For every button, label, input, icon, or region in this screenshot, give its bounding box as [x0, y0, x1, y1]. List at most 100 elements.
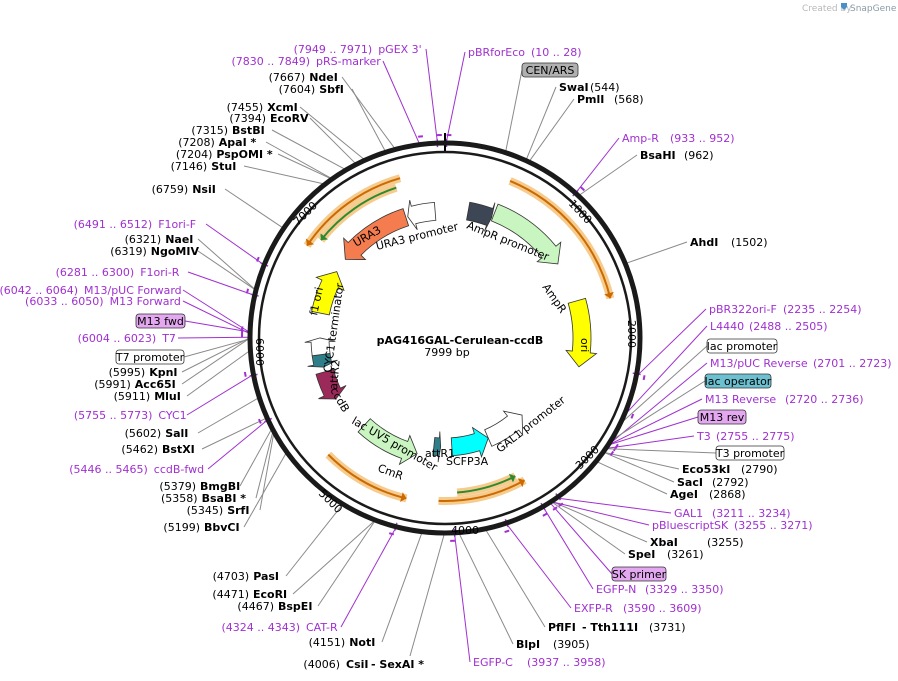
- boxed-t7-promoter-line: [183, 338, 249, 358]
- ura3-outer-orf-head: [305, 238, 315, 246]
- enzyme-name-8: NsiI: [192, 183, 216, 196]
- plasmid-size: 7999 bp: [424, 346, 469, 359]
- boxed-m13-fwd-line: [184, 320, 249, 333]
- primer-right-pos-1: (933 .. 952): [670, 132, 735, 145]
- primer-left-line-2: [205, 223, 263, 265]
- primer-left-pos-7: (5755 .. 5773): [74, 409, 153, 422]
- enzyme-pos-13: (5911): [114, 390, 151, 403]
- ura3-promoter-arrow: [407, 200, 437, 231]
- primer-right-name-1: Amp-R: [622, 132, 659, 145]
- primer-right-name-9: EGFP-N: [596, 583, 636, 596]
- ura3-outer-orf-line: [306, 177, 401, 247]
- cmr-orf-line: [327, 453, 407, 500]
- primer-right-name-10: EXFP-R: [574, 602, 613, 615]
- enzyme-pos-12: (5991): [94, 378, 131, 391]
- primer-left-pos-1: (7830 .. 7849): [231, 55, 310, 68]
- primer-right-pos-0: (10 .. 28): [531, 46, 582, 59]
- boxed-m13-fwd-box: [135, 313, 186, 329]
- enzyme-line-5: [265, 141, 331, 179]
- label-attr1: attR1: [425, 447, 455, 460]
- primer-left-mark-9: [388, 532, 395, 536]
- boxed-m13-rev-line: [610, 416, 699, 445]
- enzyme-right-pos-4: (2790): [741, 463, 778, 476]
- primer-right-pos-9: (3329 .. 3350): [645, 583, 724, 596]
- enzyme-right-name-6: AgeI: [670, 488, 698, 501]
- enzyme-pos-1: (7604): [279, 83, 316, 96]
- scfp3a-outer-orf-line: [438, 479, 526, 502]
- enzyme-pos-15: (5462): [121, 443, 158, 456]
- label-attr2: attR2: [327, 359, 343, 390]
- primer-left-line-0: [425, 48, 438, 142]
- enzyme-pos-19: (5199): [163, 521, 200, 534]
- enzyme-line-9: [197, 238, 255, 290]
- cmr-arrow: [357, 418, 418, 466]
- boxed-lac-promoter: lac promoter: [707, 340, 778, 353]
- primer-right-mark-7: [558, 502, 564, 507]
- cmr-orf-band: [325, 451, 408, 503]
- primer-left-mark-2: [256, 256, 260, 262]
- enzyme-right-pos-9: (3905): [553, 638, 590, 651]
- enzyme-right-name-1: PmlI: [577, 93, 604, 106]
- enzyme-line-13: [186, 351, 249, 397]
- enzyme-line-12: [181, 338, 249, 385]
- primer-right-name-5: M13 Reverse: [705, 393, 776, 406]
- primer-right-line-7: [559, 497, 672, 514]
- label-lacuv5-promoter: lac UV5 promoter: [350, 414, 440, 474]
- ampr-orf-line: [509, 180, 612, 299]
- primer-right-line-6: [608, 435, 695, 449]
- primer-left-name-8: ccdB-fwd: [154, 463, 204, 476]
- primer-right-pos-8: (3255 .. 3271): [734, 519, 813, 532]
- boxed-lac-operator-line: [614, 380, 706, 439]
- enzyme-name-0: NdeI: [309, 71, 338, 84]
- primer-right-pos-7: (3211 .. 3234): [712, 507, 791, 520]
- primer-right-line-11: [454, 534, 471, 663]
- primer-right-pos-10: (3590 .. 3609): [623, 602, 702, 615]
- primer-right-name-6: T3: [696, 430, 711, 443]
- enzyme-name-3: EcoRV: [270, 112, 309, 125]
- primer-left-pos-3: (6281 .. 6300): [56, 266, 135, 279]
- enzyme-line-18: [259, 434, 274, 511]
- enzyme-name-21: EcoRI: [253, 588, 287, 601]
- enzyme-name-15: BstXI: [162, 443, 195, 456]
- primer-right-pos-6: (2755 .. 2775): [716, 430, 795, 443]
- primer-right-line-3: [627, 325, 708, 413]
- enzyme-name-14: SalI: [165, 427, 188, 440]
- outer-labels: (7667)NdeI(7604)SbfI(7455)XcmI(7394)EcoR…: [0, 43, 892, 671]
- enzyme-line-8: [224, 188, 283, 228]
- primer-left-pos-6: (6004 .. 6023): [78, 332, 157, 345]
- enzyme-line-4: [271, 129, 345, 170]
- boxed-t3-promoter-box: [715, 445, 785, 461]
- primer-left-name-0: pGEX 3': [378, 43, 422, 56]
- primer-right-line-5: [611, 398, 703, 445]
- primer-left-pos-2: (6491 .. 6512): [74, 218, 153, 231]
- primer-right-name-2: pBR322ori-F: [709, 303, 777, 316]
- enzyme-right-pos-6: (2868): [709, 488, 746, 501]
- primer-right-line-4: [612, 362, 708, 442]
- backbone-inner: [257, 150, 633, 526]
- cyc1-terminator-arrow: [304, 337, 336, 357]
- enzyme-pos-8: (6759): [152, 183, 189, 196]
- primer-right-pos-4: (2701 .. 2723): [813, 357, 892, 370]
- primer-right-name-0: pBRforEco: [468, 46, 525, 59]
- enzyme-pair-1-pos: (4006): [303, 658, 340, 671]
- enzyme-right-line-0: [526, 86, 557, 159]
- enzyme-name-6: PspOMI *: [216, 148, 273, 161]
- scfp3a-arrow: [450, 426, 489, 459]
- ori-arrow: [565, 297, 598, 368]
- enzyme-right-line-4: [605, 452, 680, 470]
- enzyme-line-6: [277, 153, 331, 179]
- features-layer: [303, 174, 615, 505]
- primer-right-line-9: [543, 508, 594, 590]
- enzyme-pair-1-name2: - SexAI *: [371, 658, 424, 671]
- boxed-sk-primer: SK primer: [612, 568, 667, 581]
- f1-ori-arrow: [311, 271, 345, 316]
- boxed-cen-ars: CEN/ARS: [526, 64, 575, 77]
- primer-right-pos-5: (2720 .. 2736): [785, 393, 864, 406]
- primer-right-pos-3: (2488 .. 2505): [749, 320, 828, 333]
- enzyme-line-16: [239, 429, 272, 487]
- primer-left-mark-3: [245, 288, 250, 294]
- primer-right-line-10: [506, 524, 572, 609]
- label-ampr: AmpR: [540, 281, 570, 316]
- enzyme-name-20: PasI: [253, 570, 279, 583]
